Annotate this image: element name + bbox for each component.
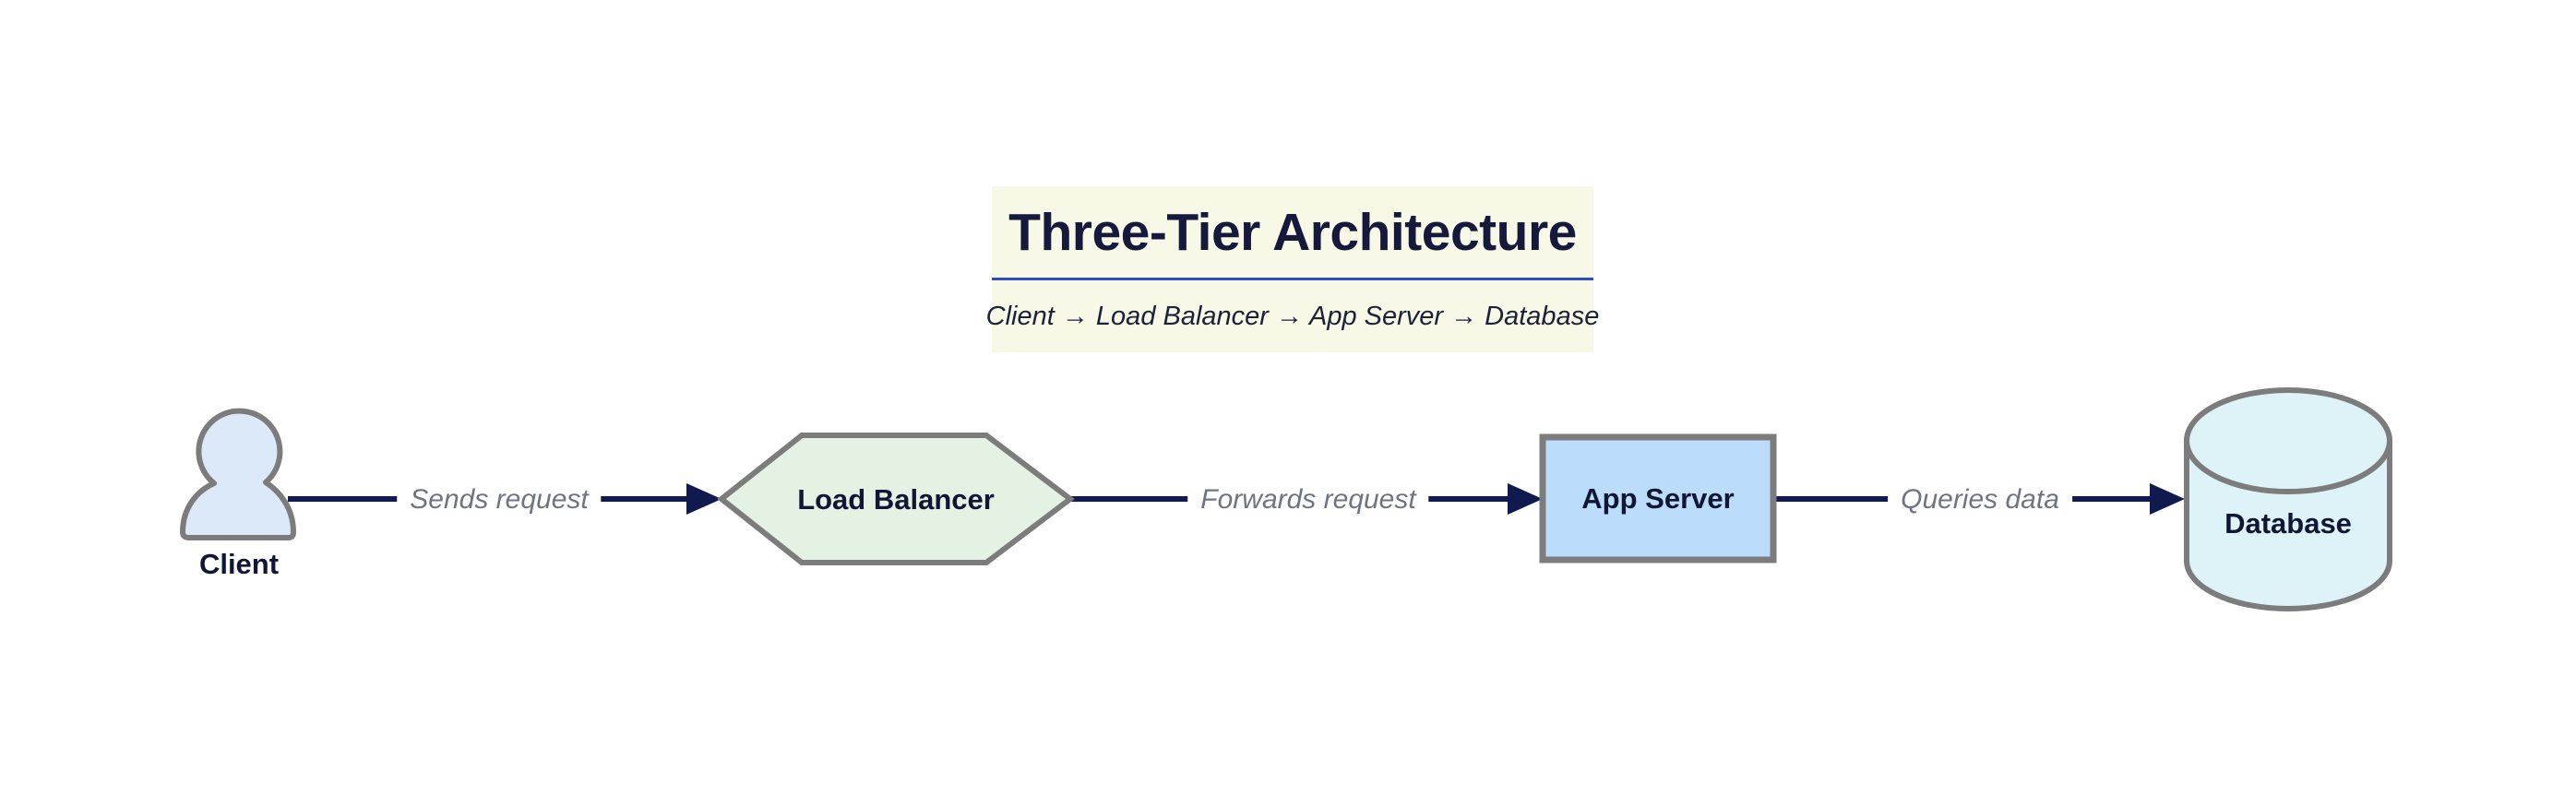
edge-label-sends-request: Sends request (397, 482, 602, 517)
diagram-title-block: Three-Tier Architecture Client → Load Ba… (985, 186, 1600, 352)
title-underline (992, 278, 1593, 280)
node-app-server-rect (1539, 433, 1777, 564)
node-label-database: Database (2224, 507, 2352, 540)
arrowhead-icon (686, 483, 722, 515)
node-load-balancer-hexagon (717, 433, 1075, 565)
node-client-person-icon (180, 408, 296, 540)
arrowhead-icon (2150, 483, 2185, 515)
node-label-load-balancer: Load Balancer (797, 483, 995, 516)
edge-label-queries-data: Queries data (1888, 482, 2072, 517)
edge-label-forwards-request: Forwards request (1187, 482, 1429, 517)
diagram-title: Three-Tier Architecture (1008, 202, 1577, 262)
diagram-subtitle: Client → Load Balancer → App Server → Da… (985, 301, 1600, 331)
node-label-app-server: App Server (1581, 482, 1735, 515)
node-database-cylinder (2184, 387, 2392, 611)
arrowhead-icon (1508, 483, 1543, 515)
node-label-client: Client (198, 548, 280, 580)
